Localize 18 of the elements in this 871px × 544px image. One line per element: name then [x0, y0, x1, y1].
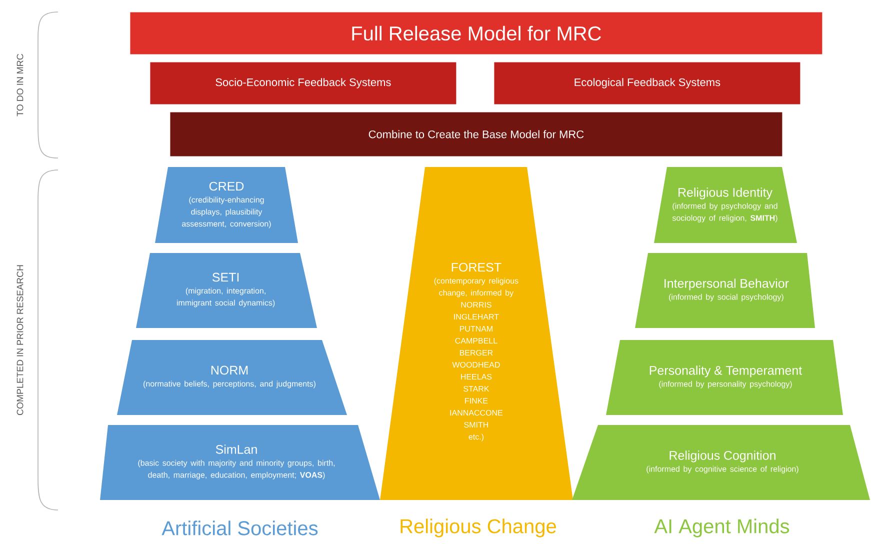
trapezoid-block: Religious Cognition (informed by cognitive science of religion) — [572, 425, 870, 500]
column-title: AI Agent Minds — [654, 518, 790, 538]
section-label: TO DO IN MRC — [16, 54, 24, 116]
trapezoid-block: SimLan (basic society with majority and minority groups, birth, death, marriage, education, employment; VOAS) — [100, 425, 380, 500]
trapezoid-block: Personality & Temperament (informed by personality psychology) — [606, 340, 843, 415]
model-box: Full Release Model for MRC — [130, 12, 822, 54]
section-label: COMPLETED IN PRIOR RESEARCH — [16, 265, 24, 416]
trapezoid-block: Religious Identity (informed by psychology and sociology of religion, SMITH) — [654, 167, 797, 243]
trapezoid-block: NORM (normative beliefs, perceptions, and judgments) — [117, 340, 347, 415]
model-box: Socio-Economic Feedback Systems — [150, 62, 456, 104]
column-title: Artificial Societies — [162, 520, 318, 536]
column-title: Religious Change — [400, 518, 556, 538]
model-box: Ecological Feedback Systems — [494, 62, 800, 104]
trapezoid-block: FOREST (contemporary religious change, informed by NORRIS INGLEHART PUTNAM CAMPBELL BERGER WOODHEAD HEELAS STARK FINKE IANNACCONE SMITH etc.) — [380, 167, 573, 500]
model-box: Combine to Create the Base Model for MRC — [170, 112, 782, 156]
trapezoid-block: SETI (migration, integration, immigrant social dynamics) — [136, 253, 317, 328]
trapezoid-block: Interpersonal Behavior (informed by social psychology) — [635, 253, 815, 328]
trapezoid-block: CRED (credibility-enhancing displays, plausibility assessment, conversion) — [155, 167, 298, 243]
